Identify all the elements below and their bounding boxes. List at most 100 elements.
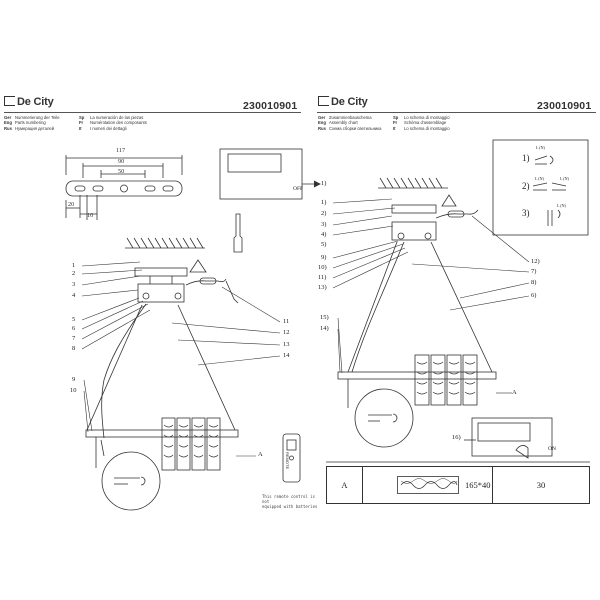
dimension-label: 50 <box>118 168 125 175</box>
callout-label: 16) <box>452 434 461 441</box>
part-number-label: 9 <box>72 376 76 383</box>
part-number-label: 8 <box>72 345 76 352</box>
part-number-label: 14 <box>283 352 290 359</box>
part-number-label: 3 <box>72 281 76 288</box>
step-1-drawing <box>534 155 554 165</box>
dimension-label: 90 <box>118 158 125 165</box>
part-number-label: 5) <box>321 241 327 248</box>
switch-label: OFF <box>293 186 304 192</box>
part-number-label: 14) <box>320 325 329 332</box>
letter-label: A <box>258 451 263 458</box>
step-2-drawing <box>532 182 567 191</box>
part-number-label: 2 <box>72 270 76 277</box>
detail-magnifier <box>354 388 414 448</box>
header-rule-right <box>317 112 596 113</box>
ceiling-hatch <box>378 177 448 189</box>
wire-label: L (N) <box>535 176 544 181</box>
cable-drawing <box>86 304 143 431</box>
product-code-left: 230010901 <box>243 100 298 112</box>
wire-drawing <box>101 303 147 439</box>
part-number-label: 3) <box>321 221 327 228</box>
brand-logo-left: De City <box>4 96 54 108</box>
table-cell-count: 30 <box>536 480 546 490</box>
part-number-label: 6) <box>531 292 537 299</box>
canopy-drawing <box>134 267 239 304</box>
lamp-bar-drawing <box>337 371 497 380</box>
part-number-label: 4) <box>321 231 327 238</box>
part-number-label: 6 <box>72 325 76 332</box>
screwdriver-drawing <box>233 213 243 253</box>
brand-logo-right: De City <box>318 96 368 108</box>
step-label: 1) <box>522 153 530 163</box>
part-number-label: 12 <box>283 329 290 336</box>
canopy-drawing <box>391 204 479 241</box>
part-number-label: 8) <box>531 279 537 286</box>
part-number-label: 7) <box>531 268 537 275</box>
logo-mark-icon <box>4 96 15 106</box>
table-cell-letter: A <box>327 467 363 503</box>
part-number-label: 9) <box>321 254 327 261</box>
part-number-label: 10 <box>70 387 77 394</box>
part-number-label: 7 <box>72 335 76 342</box>
parts-table: A 165*40 30 <box>326 466 590 504</box>
part-number-label: 1 <box>72 262 76 269</box>
part-number-label: 4 <box>72 292 76 299</box>
crystal-block-icon <box>397 476 459 494</box>
step-label: 2) <box>522 181 530 191</box>
cable-drawing <box>430 241 493 373</box>
part-number-label: 12) <box>531 258 540 265</box>
detail-magnifier <box>101 451 161 511</box>
wire-label: L (N) <box>557 203 566 208</box>
product-code-right: 230010901 <box>537 100 592 112</box>
table-cell-image: 165*40 <box>363 467 493 503</box>
switch-inset <box>471 417 553 457</box>
remote-drawing <box>282 433 301 483</box>
callout-label: 1) <box>321 180 327 187</box>
mounting-plate-drawing <box>65 155 183 220</box>
remote-label: REMOTE <box>285 452 290 470</box>
letter-label: A <box>512 389 517 396</box>
table-cell-size: 165*40 <box>465 480 491 490</box>
part-number-label: 2) <box>321 210 327 217</box>
cable-drawing <box>347 241 398 373</box>
switch-label: ON <box>548 446 556 452</box>
wire-label: L (N) <box>536 145 545 150</box>
header-rule-left <box>4 112 301 113</box>
warning-icon <box>441 194 457 207</box>
part-number-label: 11 <box>283 318 290 325</box>
cable-drawing <box>177 304 236 431</box>
step-label: 3) <box>522 208 530 218</box>
remote-note: This remote control is not equipped with… <box>262 494 318 509</box>
part-number-label: 11) <box>318 274 327 281</box>
crystal-blocks-drawing <box>414 354 478 406</box>
wiring-steps-inset <box>492 139 589 236</box>
part-number-label: 10) <box>318 264 327 271</box>
crystal-blocks-drawing <box>161 417 221 471</box>
warning-icon <box>189 259 207 273</box>
part-number-label: 13) <box>318 284 327 291</box>
dimension-label: 20 <box>68 201 75 208</box>
part-number-label: 13 <box>283 341 290 348</box>
logo-mark-icon <box>318 96 329 106</box>
wire-drawing <box>351 241 405 373</box>
ceiling-hatch <box>125 237 205 249</box>
part-number-label: 5 <box>72 316 76 323</box>
part-number-label: 1) <box>321 199 327 206</box>
part-number-label: 15) <box>320 314 329 321</box>
dimension-label: 117 <box>116 147 126 154</box>
step-3-drawing <box>547 209 561 226</box>
